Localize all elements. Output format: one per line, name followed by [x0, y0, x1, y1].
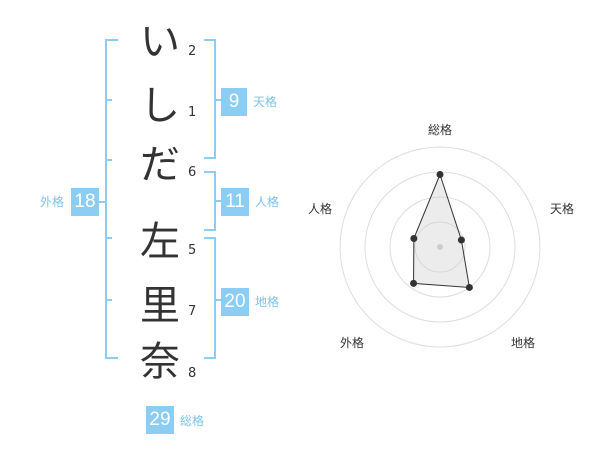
gaikaku-label: 外格: [40, 195, 65, 209]
soukaku-label: 総格: [180, 414, 205, 428]
jinkaku-label: 人格: [255, 195, 280, 209]
gaikaku-bracket: [105, 39, 118, 359]
name-char-4: 左: [140, 219, 180, 265]
name-char-3: だ: [140, 142, 180, 188]
radar-series-polygon: [413, 173, 470, 288]
radar-point-5: [410, 235, 418, 243]
name-char-2: し: [140, 83, 180, 129]
gaikaku-badge: 18: [71, 188, 99, 216]
radar-axis-label-soukaku: 総格: [428, 123, 453, 137]
radar-point-4: [410, 279, 418, 287]
name-char-5: 里: [140, 283, 180, 329]
stroke-count-5: 7: [188, 304, 197, 319]
radar-grid-ring: [414, 221, 466, 273]
chikaku-badge: 20: [221, 288, 249, 316]
radar-axis-label-chikaku: 地格: [511, 336, 536, 350]
radar-center-dot: [437, 244, 443, 250]
name-char-6: 奈: [140, 339, 180, 385]
stroke-count-6: 8: [188, 366, 197, 381]
stroke-count-1: 2: [188, 44, 197, 59]
soukaku-badge: 29: [146, 406, 174, 434]
tenkaku-badge: 9: [221, 88, 247, 116]
radar-axis-label-jinkaku: 人格: [308, 202, 333, 216]
radar-point-3: [465, 283, 473, 291]
radar-point-2: [457, 236, 465, 244]
chikaku-label: 地格: [255, 295, 280, 309]
chikaku-bracket: [204, 237, 216, 359]
radar-axis-label-tenkaku: 天格: [550, 202, 575, 216]
radar-point-1: [436, 171, 444, 178]
radar-axis-label-gaikaku: 外格: [340, 336, 365, 350]
tenkaku-label: 天格: [253, 95, 278, 109]
radar-grid-ring: [389, 196, 491, 298]
stroke-count-2: 1: [188, 105, 197, 120]
name-char-1: い: [140, 19, 180, 65]
stroke-count-4: 5: [188, 243, 197, 258]
radar-grid-ring: [339, 146, 541, 348]
jinkaku-badge: 11: [221, 188, 249, 216]
stroke-count-3: 6: [188, 165, 197, 180]
